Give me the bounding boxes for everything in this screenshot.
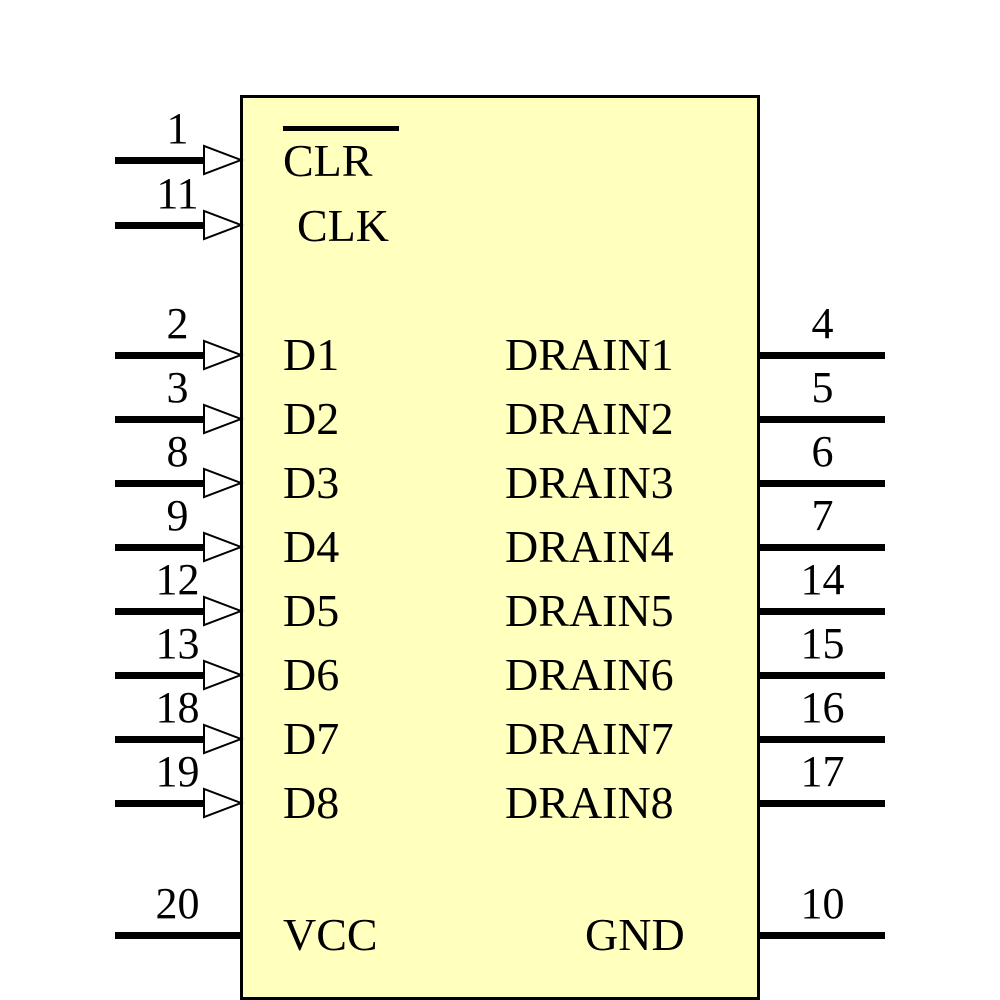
label-drain8: DRAIN8 bbox=[505, 777, 674, 828]
input-arrow-icon bbox=[203, 403, 244, 435]
pin-number: 17 bbox=[800, 747, 845, 796]
pin-line bbox=[115, 416, 206, 423]
label-drain3: DRAIN3 bbox=[505, 457, 674, 508]
pin-line bbox=[115, 222, 206, 229]
label-drain1: DRAIN1 bbox=[505, 329, 674, 380]
pin-number: 10 bbox=[800, 879, 845, 928]
label-drain2: DRAIN2 bbox=[505, 393, 674, 444]
label-clr: CLR bbox=[283, 135, 373, 186]
pin-line bbox=[760, 800, 885, 807]
input-arrow-icon bbox=[203, 209, 244, 241]
pin-line bbox=[115, 932, 240, 939]
pin-number: 19 bbox=[155, 747, 200, 796]
input-arrow-icon bbox=[203, 144, 244, 176]
pin-number: 4 bbox=[811, 299, 834, 348]
input-arrow-icon bbox=[203, 467, 244, 499]
pin-line bbox=[115, 736, 206, 743]
label-d8: D8 bbox=[283, 777, 340, 828]
pin-number: 20 bbox=[155, 879, 200, 928]
label-gnd: GND bbox=[585, 909, 685, 960]
pin-number: 13 bbox=[155, 619, 200, 668]
input-arrow-icon bbox=[203, 659, 244, 691]
pin-number: 8 bbox=[166, 427, 189, 476]
pin-line bbox=[760, 932, 885, 939]
pin-number: 16 bbox=[800, 683, 845, 732]
label-d3: D3 bbox=[283, 457, 340, 508]
pin-line bbox=[115, 800, 206, 807]
label-clk: CLK bbox=[297, 200, 389, 251]
clr-overline bbox=[283, 126, 399, 131]
label-drain7: DRAIN7 bbox=[505, 713, 674, 764]
label-drain6: DRAIN6 bbox=[505, 649, 674, 700]
pin-number: 5 bbox=[811, 363, 834, 412]
pin-number: 6 bbox=[811, 427, 834, 476]
label-d2: D2 bbox=[283, 393, 340, 444]
pin-line bbox=[115, 157, 206, 164]
input-arrow-icon bbox=[203, 531, 244, 563]
pin-line bbox=[115, 352, 206, 359]
pin-line bbox=[760, 416, 885, 423]
input-arrow-icon bbox=[203, 339, 244, 371]
pin-number: 1 bbox=[166, 104, 189, 153]
pin-number: 7 bbox=[811, 491, 834, 540]
input-arrow-icon bbox=[203, 787, 244, 819]
ic-body bbox=[240, 95, 760, 1000]
input-arrow-icon bbox=[203, 595, 244, 627]
pin-line bbox=[760, 736, 885, 743]
pin-number: 14 bbox=[800, 555, 845, 604]
label-d6: D6 bbox=[283, 649, 340, 700]
pin-number: 11 bbox=[156, 169, 199, 218]
pin-line bbox=[760, 480, 885, 487]
pin-number: 2 bbox=[166, 299, 189, 348]
pin-number: 18 bbox=[155, 683, 200, 732]
pin-number: 3 bbox=[166, 363, 189, 412]
pin-line bbox=[115, 608, 206, 615]
pin-line bbox=[760, 544, 885, 551]
input-arrow-icon bbox=[203, 723, 244, 755]
label-drain5: DRAIN5 bbox=[505, 585, 674, 636]
pin-line bbox=[115, 480, 206, 487]
pin-number: 9 bbox=[166, 491, 189, 540]
pin-line bbox=[115, 672, 206, 679]
label-d7: D7 bbox=[283, 713, 340, 764]
label-d5: D5 bbox=[283, 585, 340, 636]
pin-number: 12 bbox=[155, 555, 200, 604]
label-drain4: DRAIN4 bbox=[505, 521, 674, 572]
pin-number: 15 bbox=[800, 619, 845, 668]
pin-line bbox=[760, 672, 885, 679]
pin-line bbox=[760, 352, 885, 359]
label-d1: D1 bbox=[283, 329, 340, 380]
label-d4: D4 bbox=[283, 521, 340, 572]
label-vcc: VCC bbox=[283, 909, 378, 960]
pin-line bbox=[115, 544, 206, 551]
pin-line bbox=[760, 608, 885, 615]
